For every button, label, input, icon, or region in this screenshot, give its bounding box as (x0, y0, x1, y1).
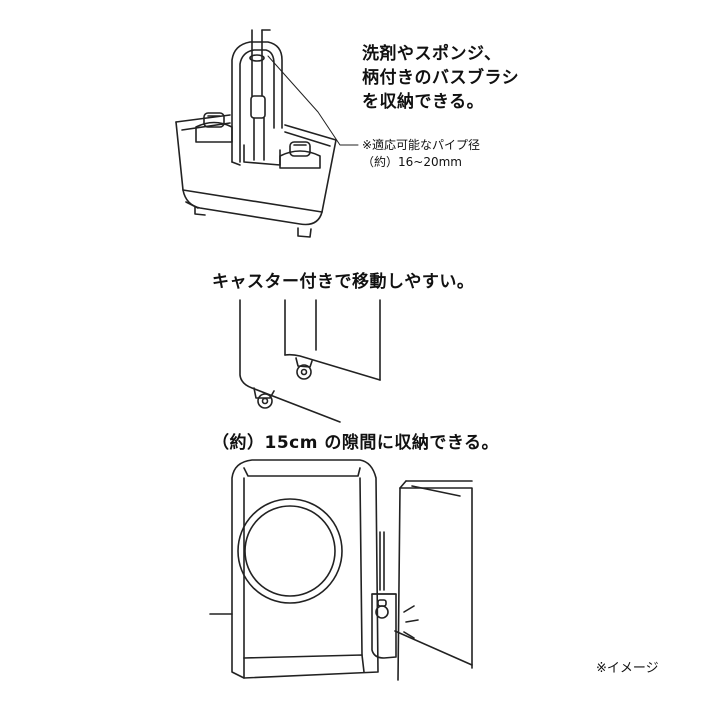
bottle-right (280, 142, 320, 168)
motion-marks (404, 606, 418, 638)
cabinet-right (398, 481, 472, 680)
pipe-note-line-1: ※適応可能なパイプ径 (362, 138, 481, 152)
feature-text-line-3: を収納できる。 (362, 92, 485, 112)
pipe-diameter-note: ※適応可能なパイプ径 （約）16~20mm (362, 137, 480, 171)
feature-text-line-1: 洗剤やスポンジ、 (362, 44, 502, 64)
floor-lines (210, 614, 472, 665)
caster-illustration (240, 300, 380, 422)
pipe-note-line-2: （約）16~20mm (362, 155, 462, 169)
handle-frame (232, 42, 282, 165)
leader-line (268, 56, 358, 145)
caddy-in-gap (372, 532, 396, 658)
caster-caption: キャスター付きで移動しやすい。 (212, 272, 475, 292)
washing-machine (232, 460, 378, 678)
brush-pole (244, 30, 280, 165)
caddy-illustration (176, 115, 336, 237)
feature-text-line-2: 柄付きのバスブラシ (362, 68, 520, 88)
feature-text-storage: 洗剤やスポンジ、 柄付きのバスブラシ を収納できる。 (362, 42, 519, 114)
image-note: ※イメージ (596, 661, 659, 676)
gap-caption: （約）15cm の隙間に収納できる。 (212, 433, 500, 453)
